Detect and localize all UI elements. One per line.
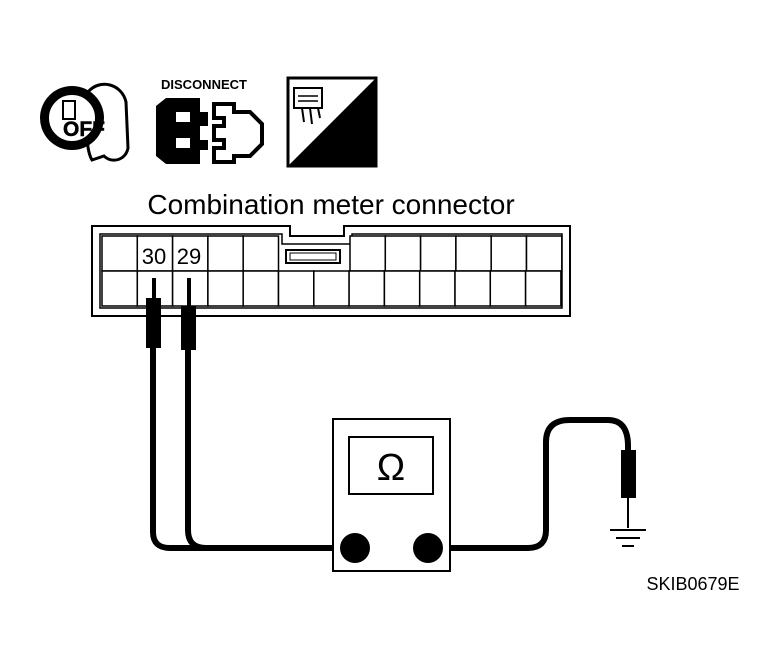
terminal-cell-bottom-0 (101, 270, 139, 307)
key-off-label: OFF (63, 118, 105, 141)
terminal-cell-top-3 (207, 235, 244, 272)
meter-terminal-right (413, 533, 443, 563)
connector-bottom-row (101, 270, 562, 307)
ohmmeter: Ω (332, 418, 451, 572)
meter-terminal-left (340, 533, 370, 563)
figure-code: SKIB0679E (646, 574, 739, 594)
terminal-cell-bottom-4 (242, 270, 280, 307)
terminal-cell-top-7 (419, 235, 457, 272)
terminal-cell-top-5 (349, 235, 387, 272)
ohmmeter-display (348, 436, 434, 495)
terminal-cell-bottom-12 (524, 270, 562, 307)
terminal-cell-top-8 (455, 235, 492, 272)
connector-title: Combination meter connector (147, 189, 514, 220)
terminal-30-label: 30 (142, 244, 166, 269)
terminal-cell-bottom-3 (207, 270, 244, 307)
terminal-cell-bottom-8 (383, 270, 421, 307)
terminal-cell-top-6 (384, 235, 422, 272)
harness-side-label: H.S. (327, 143, 366, 165)
terminal-cell-bottom-7 (348, 270, 386, 307)
connector-top-row (101, 235, 563, 272)
ground-symbol-icon (610, 529, 646, 547)
disconnect-label: DISCONNECT (161, 77, 247, 92)
ground-probe (621, 450, 636, 498)
terminal-cell-bottom-11 (489, 270, 527, 307)
disconnect-connector-icon: DISCONNECT (156, 77, 264, 164)
harness-side-icon: H.S. (286, 76, 378, 168)
terminal-cell-top-2 (171, 235, 209, 272)
terminal-cell-bottom-10 (454, 270, 492, 307)
probe-terminal-29 (181, 306, 196, 350)
ohm-symbol: Ω (377, 447, 405, 489)
terminal-29-label: 29 (177, 244, 201, 269)
terminal-cell-bottom-6 (313, 270, 350, 307)
terminal-cell-top-10 (525, 235, 563, 272)
terminal-cell-top-0 (101, 235, 139, 272)
terminal-cell-top-9 (490, 235, 528, 272)
terminal-cell-bottom-5 (277, 270, 315, 307)
terminal-cell-top-4 (242, 235, 280, 272)
terminal-cell-bottom-9 (418, 270, 456, 307)
probe-leads (146, 278, 636, 551)
ignition-key-icon: OFF (40, 82, 130, 162)
combination-meter-connector: 30 29 (91, 225, 571, 317)
probe-terminal-30 (146, 298, 161, 348)
